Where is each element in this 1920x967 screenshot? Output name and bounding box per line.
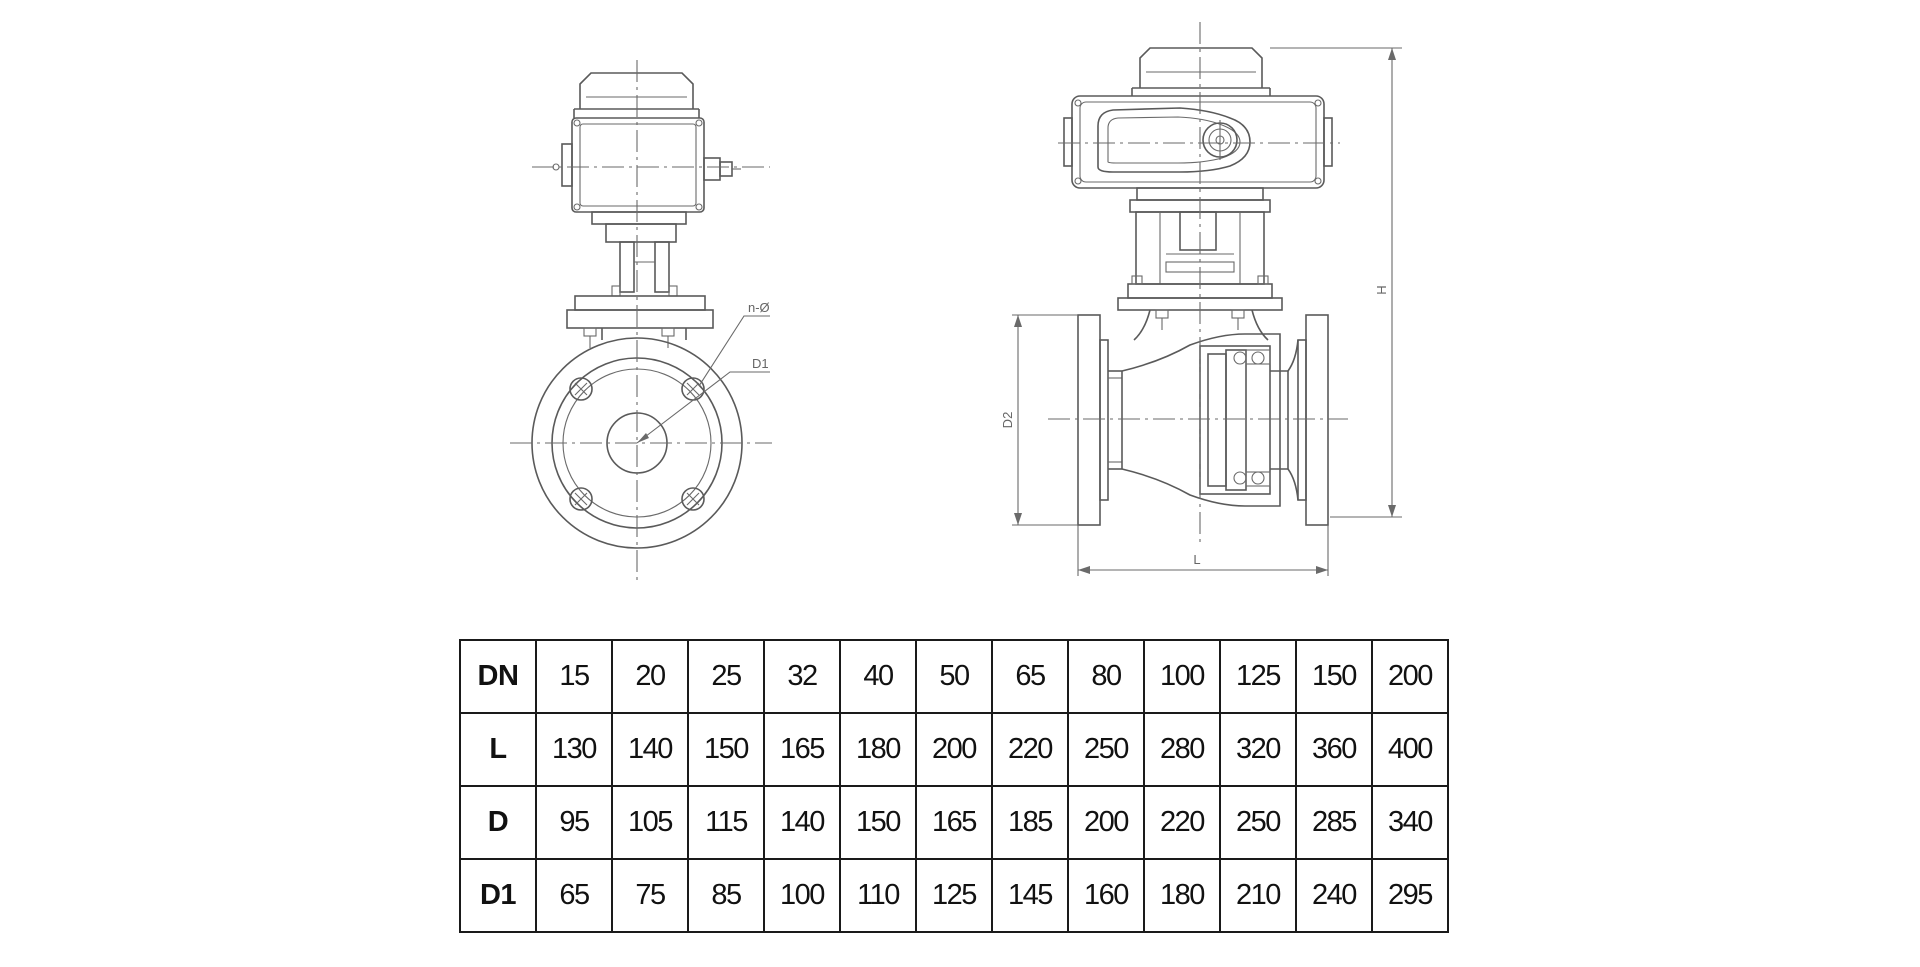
table-cell: 185 [991,785,1069,860]
front-view: H D2 L [1000,22,1402,576]
table-cell: 25 [687,639,765,714]
table-cell: 250 [1219,785,1297,860]
table-cell: 32 [763,639,841,714]
table-cell: 100 [763,858,841,933]
table-cell: 165 [915,785,993,860]
valve-technical-drawing: n-Ø D1 [510,22,1402,582]
table-cell: 50 [915,639,993,714]
table-cell: 165 [763,712,841,787]
table-cell: 150 [687,712,765,787]
table-cell: 240 [1295,858,1373,933]
table-cell: 140 [763,785,841,860]
row-header: D1 [459,858,537,933]
table-cell: 75 [611,858,689,933]
table-cell: 80 [1067,639,1145,714]
flange-diameter-label: D2 [1000,412,1015,429]
table-cell: 85 [687,858,765,933]
table-cell: 115 [687,785,765,860]
table-cell: 360 [1295,712,1373,787]
table-cell: 200 [1371,639,1449,714]
table-cell: 340 [1371,785,1449,860]
height-label: H [1374,285,1389,294]
table-cell: 220 [991,712,1069,787]
table-cell: 250 [1067,712,1145,787]
table-cell: 400 [1371,712,1449,787]
table-cell: 100 [1143,639,1221,714]
bolt-holes-label: n-Ø [748,300,770,315]
table-cell: 280 [1143,712,1221,787]
table-cell: 220 [1143,785,1221,860]
length-label: L [1193,552,1200,567]
table-cell: 295 [1371,858,1449,933]
table-cell: 180 [839,712,917,787]
table-cell: 285 [1295,785,1373,860]
table-cell: 145 [991,858,1069,933]
table-cell: 320 [1219,712,1297,787]
table-cell: 95 [535,785,613,860]
indicator-dial-icon [1202,120,1238,160]
side-view: n-Ø D1 [510,60,772,582]
row-header: L [459,712,537,787]
table-cell: 150 [839,785,917,860]
table-cell: 65 [535,858,613,933]
table-cell: 65 [991,639,1069,714]
table-cell: 140 [611,712,689,787]
table-cell: 105 [611,785,689,860]
table-cell: 125 [1219,639,1297,714]
table-cell: 130 [535,712,613,787]
bolt-circle-label: D1 [752,356,769,371]
row-header: D [459,785,537,860]
table-cell: 150 [1295,639,1373,714]
body-flange-bolts [1233,349,1271,487]
table-cell: 160 [1067,858,1145,933]
table-cell: 20 [611,639,689,714]
table-cell: 200 [1067,785,1145,860]
table-cell: 125 [915,858,993,933]
table-cell: 210 [1219,858,1297,933]
table-cell: 40 [839,639,917,714]
table-cell: 200 [915,712,993,787]
table-cell: 110 [839,858,917,933]
bolt-holes [569,377,705,511]
row-header: DN [459,639,537,714]
table-cell: 180 [1143,858,1221,933]
table-cell: 15 [535,639,613,714]
